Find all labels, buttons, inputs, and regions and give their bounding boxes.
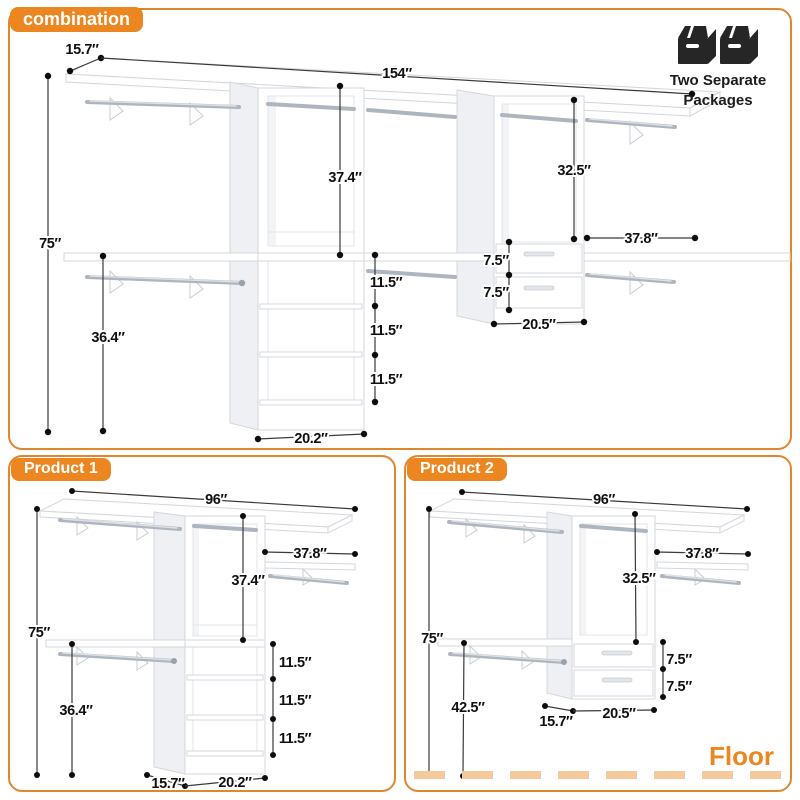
product1-panel: 96″ 75″ 36.4″ 37.4″ 37.8″ 11.5″ 11.5″ 11… bbox=[8, 455, 396, 792]
two-packages-icon bbox=[678, 26, 758, 64]
dim-shelf-tower-width: 20.2″ bbox=[294, 431, 328, 447]
dim-right-shelf-width: 37.8″ bbox=[624, 231, 658, 247]
product2-panel: 96″ 75″ 42.5″ 32.5″ 37.8″ 7.5″ 7.5″ 15.7… bbox=[404, 455, 792, 792]
dim-drawer-gap-2: 7.5″ bbox=[666, 679, 692, 695]
combination-illustration: 15.7″ 154″ 75″ 36.4″ 37.4″ 32.5″ 11.5″ 1… bbox=[37, 40, 791, 449]
dim-total-width: 154″ bbox=[382, 66, 412, 82]
dim-hang: 37.4″ bbox=[231, 573, 265, 589]
dimension-lines bbox=[44, 54, 699, 443]
dim-depth: 15.7″ bbox=[539, 714, 573, 730]
badge-line-2: Packages bbox=[683, 92, 753, 109]
dim-rod-height: 42.5″ bbox=[451, 700, 485, 716]
mid-shelf-boards bbox=[63, 252, 791, 262]
dim-tower-width: 20.2″ bbox=[218, 775, 252, 790]
dim-right-shelf-width: 37.8″ bbox=[685, 546, 719, 562]
two-packages-badge: Two Separate Packages bbox=[658, 22, 778, 110]
drawer-tower bbox=[546, 511, 656, 700]
dim-shelf-gap-1: 11.5″ bbox=[370, 275, 403, 291]
dim-hang: 32.5″ bbox=[622, 571, 656, 587]
dim-height: 75″ bbox=[39, 236, 61, 252]
dim-shelf-gap-3: 11.5″ bbox=[279, 731, 312, 747]
combination-panel: Two Separate Packages bbox=[8, 8, 792, 450]
dim-tower-width: 20.5″ bbox=[602, 706, 636, 722]
dim-rod-height: 36.4″ bbox=[91, 330, 125, 346]
product2-chip: Product 2 bbox=[407, 458, 507, 481]
hanging-rods bbox=[58, 518, 349, 664]
dim-hang-left: 37.4″ bbox=[328, 170, 362, 186]
dim-drawer-gap-2: 7.5″ bbox=[483, 285, 509, 301]
combination-chip: combination bbox=[10, 7, 143, 32]
dim-depth: 15.7″ bbox=[65, 42, 99, 58]
dim-hang-right: 32.5″ bbox=[557, 163, 591, 179]
dim-right-shelf-width: 37.8″ bbox=[293, 546, 327, 562]
dimension-lines bbox=[34, 488, 358, 789]
dim-width: 96″ bbox=[205, 492, 227, 508]
dim-width: 96″ bbox=[593, 492, 615, 508]
dim-rod-height: 36.4″ bbox=[59, 703, 93, 719]
dim-shelf-gap-2: 11.5″ bbox=[370, 323, 403, 339]
hanging-rods bbox=[85, 100, 677, 287]
drawer-tower bbox=[456, 89, 585, 325]
product2-illustration: 96″ 75″ 42.5″ 32.5″ 37.8″ 7.5″ 7.5″ 15.7… bbox=[419, 489, 751, 779]
floor-label: Floor bbox=[709, 741, 774, 771]
dim-drawer-tower-width: 20.5″ bbox=[522, 317, 556, 333]
dim-shelf-gap-1: 11.5″ bbox=[279, 655, 312, 671]
product1-chip: Product 1 bbox=[11, 458, 111, 481]
floor-line bbox=[414, 771, 782, 779]
dim-depth: 15.7″ bbox=[151, 776, 185, 790]
dim-shelf-gap-2: 11.5″ bbox=[279, 693, 312, 709]
dim-height: 75″ bbox=[28, 625, 50, 641]
mid-shelf-boards bbox=[437, 561, 749, 647]
dim-height: 75″ bbox=[421, 631, 443, 647]
dim-shelf-gap-3: 11.5″ bbox=[370, 372, 403, 388]
dim-drawer-gap-1: 7.5″ bbox=[483, 253, 509, 269]
badge-line-1: Two Separate bbox=[669, 72, 767, 89]
mid-shelf-boards bbox=[45, 561, 356, 648]
product1-illustration: 96″ 75″ 36.4″ 37.4″ 37.8″ 11.5″ 11.5″ 11… bbox=[26, 488, 358, 790]
dim-drawer-gap-1: 7.5″ bbox=[666, 652, 692, 668]
